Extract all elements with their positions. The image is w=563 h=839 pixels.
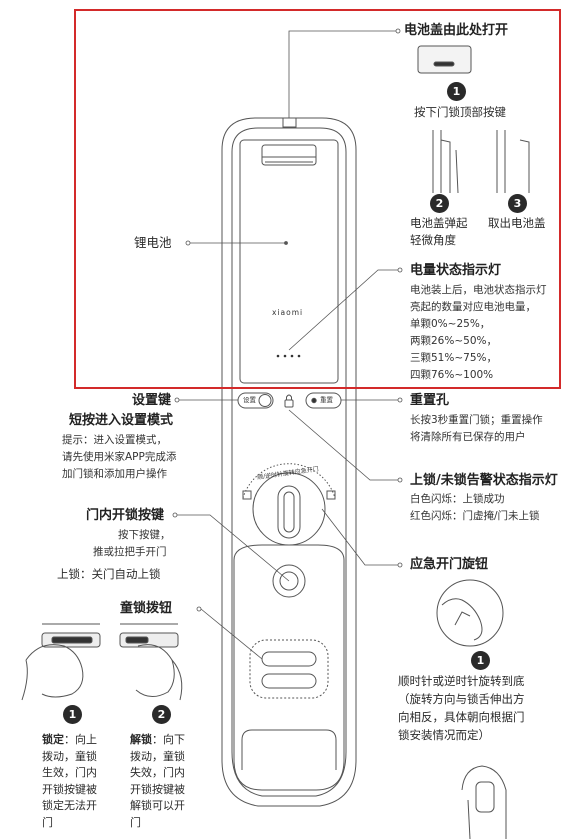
lock-status-line: 白色闪烁：上锁成功 (410, 493, 505, 505)
emergency-line: 锁安装情况而定） (398, 728, 490, 742)
inner-unlock-title: 门内开锁按键 (86, 508, 165, 523)
step-badge-3: 3 (508, 194, 527, 213)
child-lock-lock-text: 锁定：向上 拨动，童锁 生效，门内 开锁按键被 锁定无法开 门 (42, 732, 112, 831)
step-badge-2: 2 (430, 194, 449, 213)
reset-line: 将清除所有已保存的用户 (410, 431, 526, 443)
child-lock-badge-1: 1 (63, 705, 82, 724)
lock-line: 锁定无法开 (42, 799, 97, 812)
step1-text: 按下门锁顶部按键 (414, 105, 506, 119)
settings-key-subtitle: 短按进入设置模式 (69, 413, 174, 428)
handle-body (233, 544, 345, 791)
battery-cover-open-label: 电池盖由此处打开 (404, 23, 509, 38)
battery-compartment (239, 139, 339, 384)
reset-hole-title: 重置孔 (410, 393, 450, 408)
lock-line: 门 (42, 815, 53, 829)
inner-unlock-button-shape (272, 564, 306, 598)
auto-lock-line: 上锁：关门自动上锁 (57, 567, 161, 581)
hand-sketch-1 (25, 644, 84, 698)
step3-text: 取出电池盖 (488, 216, 546, 230)
lock-status-title: 上锁/未锁告警状态指示灯 (410, 473, 558, 488)
unlock-label: 解锁 (130, 733, 152, 746)
power-indicator-line: 电池装上后，电池状态指示灯 (410, 284, 547, 296)
settings-key-title: 设置键 (132, 393, 172, 408)
emergency-knob-title: 应急开门旋钮 (410, 557, 489, 572)
lock-line: 拨动，童锁 (42, 749, 97, 763)
brand-logo: xiaomi (272, 308, 304, 317)
lock-inner-body (231, 127, 347, 797)
cover-pop-sketch (432, 130, 451, 193)
lock-label: 锁定 (42, 733, 64, 746)
emergency-line: （旋转方向与锁舌伸出方 (398, 692, 525, 706)
lock-line: 生效，门内 (42, 766, 97, 779)
power-indicator-line: 三颗51%~75%， (410, 352, 497, 364)
hand-sketch-2 (135, 644, 175, 697)
reset-line: 长按3秒重置门锁；重置操作 (410, 414, 543, 426)
power-indicator-line: 亮起的数量对应电池电量， (410, 301, 536, 313)
inner-unlock-line: 推或拉把手开门 (93, 546, 167, 558)
unlock-line: 开锁按键被 (130, 782, 185, 796)
lock-top-sketch (417, 45, 472, 74)
lithium-battery-label: 锂电池 (134, 235, 172, 250)
battery-section-highlight (74, 9, 561, 389)
child-lock-badge-2: 2 (152, 705, 171, 724)
unlock-line: 失效，门内 (130, 766, 185, 779)
unlock-line: 门 (130, 815, 141, 829)
power-indicator-line: 单颗0%~25%， (410, 318, 491, 330)
unlock-line: ：向下 (152, 733, 185, 746)
emergency-line: 顺时针或逆时针旋转到底 (398, 674, 525, 688)
power-indicator-line: 四颗76%~100% (410, 369, 494, 381)
step2-text-line2: 轻微角度 (410, 233, 456, 247)
settings-hint-line: 加门锁和添加用户操作 (62, 468, 167, 480)
child-lock-unlock-text: 解锁：向下 拨动，童锁 失效，门内 开锁按键被 解锁可以开 门 (130, 732, 200, 831)
lock-status-line: 红色闪烁：门虚掩/门未上锁 (410, 510, 540, 522)
reset-button-shape (305, 392, 342, 409)
lock-outer-body (221, 117, 357, 807)
battery-latch (261, 144, 317, 166)
setup-button-shape (237, 392, 274, 409)
settings-hint-line: 请先使用米家APP完成添 (62, 451, 177, 463)
cover-remove-sketch (496, 130, 530, 193)
emergency-knob-ring (252, 472, 326, 546)
emergency-line: 向相反，具体朝向根据门 (398, 710, 525, 724)
reset-button-text: 重置 (320, 396, 333, 404)
child-lock-slider-area (249, 639, 329, 699)
lock-line: 开锁按键被 (42, 782, 97, 796)
power-indicator-title: 电量状态指示灯 (410, 263, 502, 278)
inner-unlock-line: 按下按键， (118, 529, 171, 541)
step-badge-1: 1 (447, 82, 466, 101)
settings-hint-line: 提示：进入设置模式， (62, 434, 167, 446)
lock-line: ：向上 (64, 733, 97, 746)
emergency-step-badge-1: 1 (471, 651, 490, 670)
unlock-line: 拨动，童锁 (130, 749, 185, 763)
child-lock-title: 童锁拨钮 (120, 601, 173, 616)
settings-button-text: 设置 (243, 396, 256, 404)
unlock-line: 解锁可以开 (130, 799, 185, 812)
power-indicator-line: 两颗26%~50%， (410, 335, 497, 347)
knob-hand-sketch (461, 765, 507, 839)
top-button-shape (282, 117, 297, 128)
knob-turn-sketch (436, 579, 504, 647)
step2-text-line1: 电池盖弹起 (410, 216, 468, 230)
